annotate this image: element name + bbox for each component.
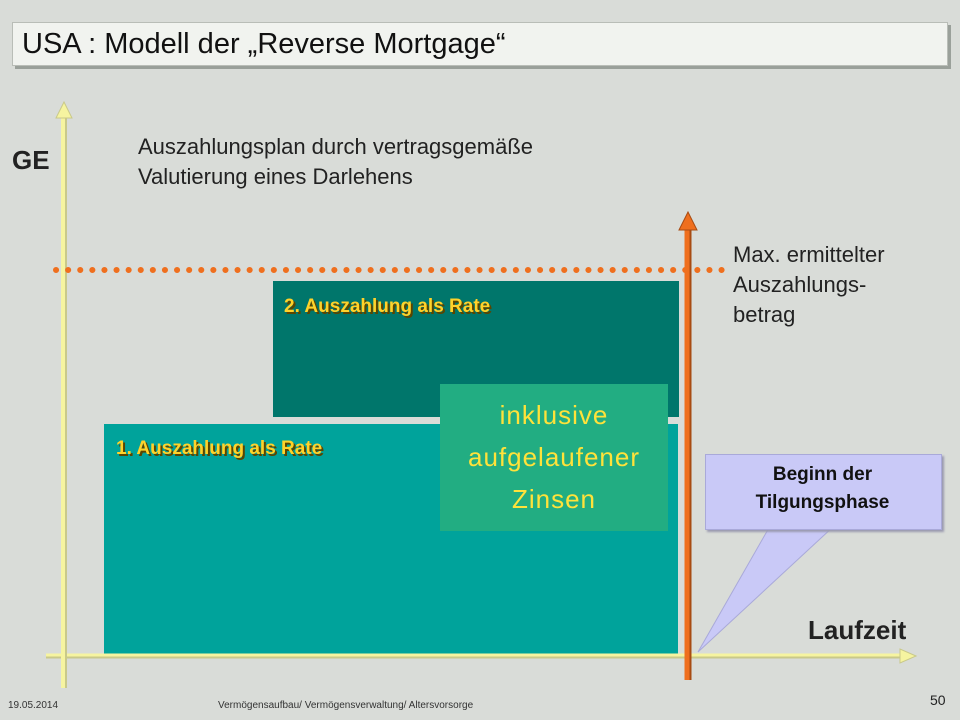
callout-line-1: Beginn der xyxy=(772,464,873,485)
description: Auszahlungsplan durch vertragsgemäße Val… xyxy=(138,132,533,192)
max-label-line-3: betrag xyxy=(733,302,796,327)
x-axis-arrow xyxy=(899,648,918,664)
max-label-line-2: Auszahlungs- xyxy=(733,272,867,297)
inklusive-line-1: inklusive xyxy=(499,400,609,430)
callout-text: Beginn der Tilgungsphase xyxy=(705,461,940,517)
rate2-label: 2. Auszahlung als Rate xyxy=(284,296,491,317)
y-axis-arrow xyxy=(55,100,73,119)
x-axis-label: Laufzeit xyxy=(808,615,907,645)
description-line-2: Valutierung eines Darlehens xyxy=(138,164,413,189)
inklusive-line-3: Zinsen xyxy=(511,484,597,514)
inklusive-text: inklusive aufgelaufener Zinsen xyxy=(440,394,668,520)
max-label-line-1: Max. ermittelter xyxy=(733,242,885,267)
slide-title: USA : Modell der „Reverse Mortgage“ xyxy=(22,28,506,60)
tilgung-marker-arrow xyxy=(678,210,698,231)
title-box xyxy=(12,22,948,66)
description-line-1: Auszahlungsplan durch vertragsgemäße xyxy=(138,134,534,159)
callout-line-2: Tilgungsphase xyxy=(755,492,890,513)
footer-date: 19.05.2014 xyxy=(8,700,59,711)
rate1-label: 1. Auszahlung als Rate xyxy=(116,438,323,459)
page-number: 50 xyxy=(930,692,946,708)
max-payout-label: Max. ermittelter Auszahlungs- betrag xyxy=(733,240,885,330)
callout-box xyxy=(705,454,942,530)
y-axis-label: GE xyxy=(12,145,50,175)
inklusive-block xyxy=(440,384,668,531)
footer-center: Vermögensaufbau/ Vermögensverwaltung/ Al… xyxy=(218,700,474,711)
inklusive-line-2: aufgelaufener xyxy=(467,442,641,472)
